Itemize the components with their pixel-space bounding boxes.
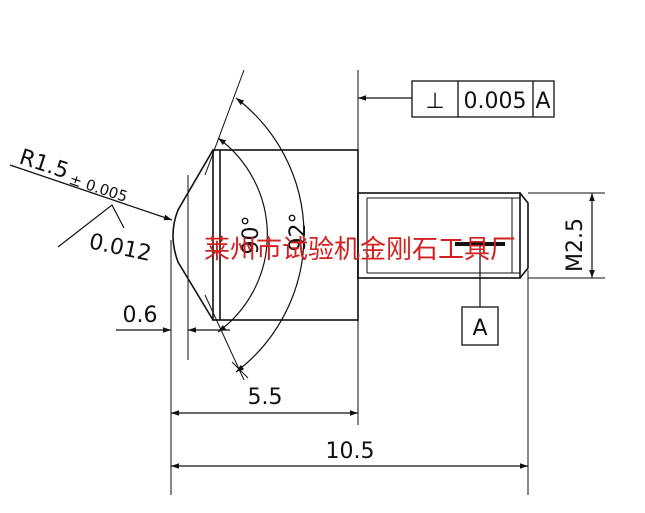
perpendicularity-symbol: ⊥ — [425, 89, 444, 114]
profile-tolerance: 0.012 — [87, 229, 154, 267]
linear-dimensions — [9, 95, 595, 469]
fcf-datum: A — [535, 89, 550, 114]
threaded-shank — [357, 192, 521, 279]
radius-tolerance: ± 0.005 — [67, 170, 130, 206]
dim-text-0-6: 0.6 — [123, 303, 158, 328]
radius-main: R1.5 — [16, 145, 72, 184]
angle-dimensions — [217, 97, 305, 373]
datum-box: A — [461, 306, 499, 346]
dim-text-5-5: 5.5 — [248, 385, 283, 410]
profile-leader — [57, 204, 125, 248]
fcf-tolerance: 0.005 — [464, 89, 527, 114]
watermark-text: 莱州市试验机金刚石工具厂 — [204, 235, 516, 265]
dim-text-m2-5: M2.5 — [563, 218, 588, 272]
dim-text-10-5: 10.5 — [326, 439, 375, 464]
cone-tip — [172, 149, 214, 321]
radius-callout: R1.5 ± 0.005 — [16, 145, 130, 206]
datum-label: A — [472, 316, 487, 341]
arc-inner — [217, 137, 268, 333]
extension-lines — [170, 69, 605, 495]
radius-leader — [9, 164, 173, 221]
dim-text-angle-outer: 92° — [286, 213, 311, 252]
arc-outer — [235, 97, 305, 373]
dim-text-angle-inner: 90° — [239, 216, 264, 255]
feature-control-frame: ⊥ 0.005 A — [411, 80, 555, 118]
